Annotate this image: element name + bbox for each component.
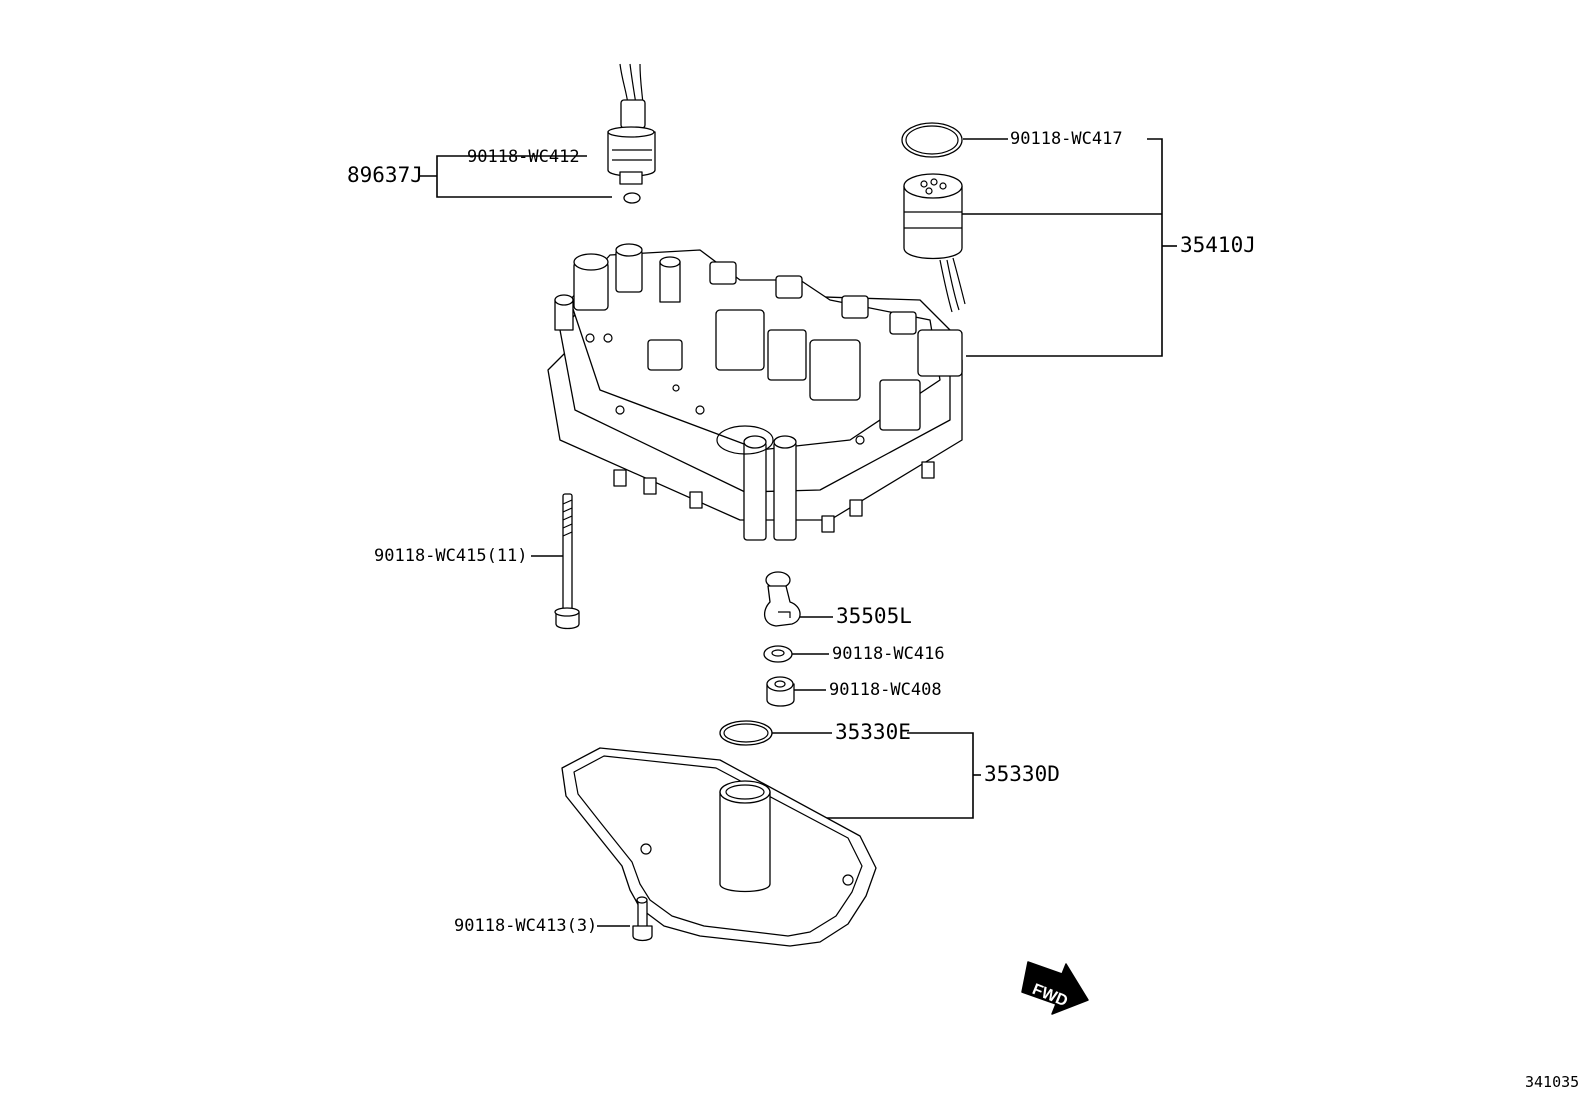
forward-arrow-icon: [1021, 961, 1089, 1015]
pressure-switch-icon: [607, 63, 656, 185]
leader-lines: [418, 138, 1177, 927]
part-label-35410j: 35410J: [1180, 233, 1256, 257]
nut-icon: [766, 676, 795, 707]
filter-o-ring-icon: [719, 720, 773, 746]
part-label-90118-wc412: 90118-WC412: [467, 147, 580, 167]
part-label-90118-wc417: 90118-WC417: [1010, 129, 1123, 149]
part-label-90118-wc413: 90118-WC413(3): [454, 916, 598, 936]
part-label-35330d: 35330D: [984, 762, 1060, 786]
diagram-id: 341035: [1525, 1073, 1580, 1091]
part-label-90118-wc415: 90118-WC415(11): [374, 546, 528, 566]
o-ring-small-icon: [623, 192, 641, 204]
o-ring-icon: [901, 122, 963, 158]
part-label-35505l: 35505L: [836, 604, 912, 628]
long-bolt-icon: [554, 493, 580, 630]
small-bolt-icon: [632, 896, 653, 942]
oil-strainer-icon: [561, 747, 877, 947]
harness-connector-icon: [903, 173, 966, 313]
part-label-90118-wc408: 90118-WC408: [829, 680, 942, 700]
valve-body-icon: [547, 243, 963, 541]
part-label-89637j: 89637J: [347, 163, 423, 187]
part-label-90118-wc416: 90118-WC416: [832, 644, 945, 664]
washer-icon: [763, 645, 793, 663]
part-label-35330e: 35330E: [835, 720, 911, 744]
detent-lever-icon: [764, 571, 801, 627]
